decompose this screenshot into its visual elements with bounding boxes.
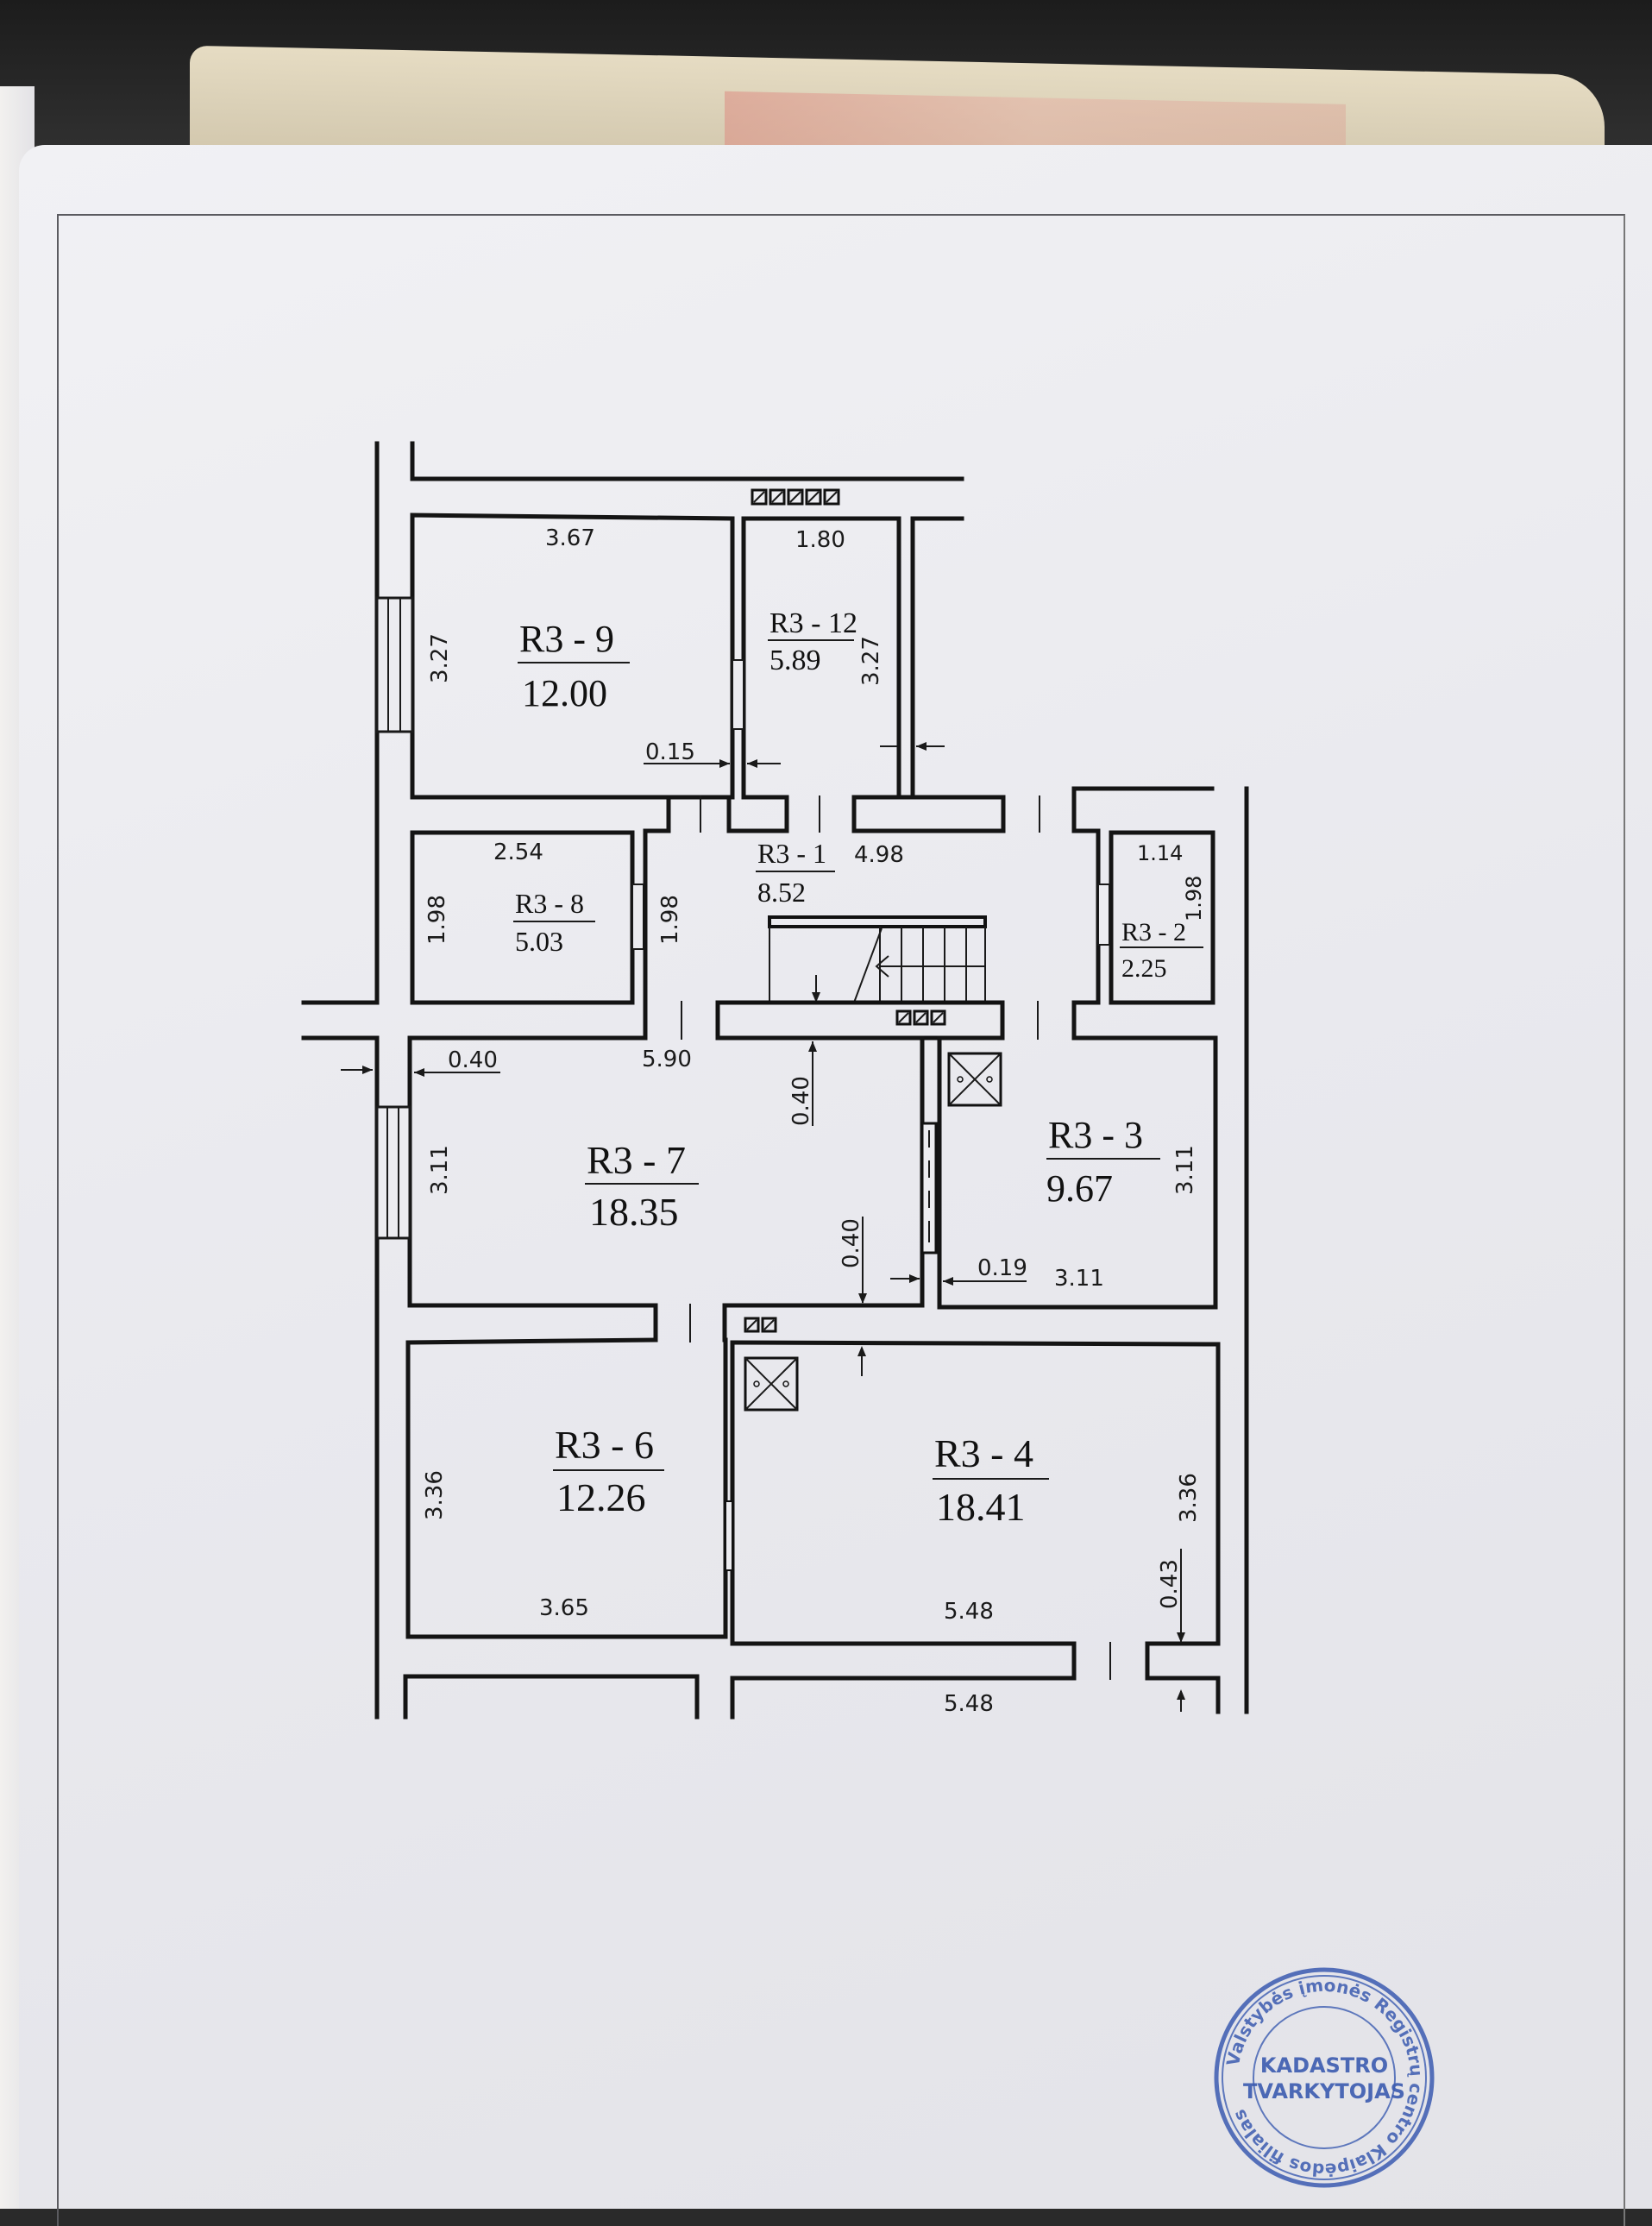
r3-4-label: R3 - 4 — [934, 1431, 1033, 1475]
room-r3-4[interactable]: R3 - 4 18.41 3.36 5.48 0.43 — [725, 1340, 1221, 1681]
walls-bottom: 5.48 — [403, 1674, 1221, 1720]
r3-4-height: 3.36 — [1176, 1473, 1202, 1523]
r3-3-height: 3.11 — [1172, 1145, 1198, 1195]
r3-4-offset: 0.43 — [1157, 1559, 1183, 1609]
ventilation-shaft-icon — [744, 1356, 799, 1412]
r3-4-width: 5.48 — [944, 1599, 994, 1625]
r3-9-height: 3.27 — [427, 633, 453, 683]
r3-6-width: 3.65 — [539, 1595, 589, 1621]
r3-3-label: R3 - 3 — [1048, 1114, 1143, 1156]
ventilation-icon — [751, 488, 840, 506]
room-r3-9[interactable]: 3.67 3.27 R3 - 9 12.00 0.15 — [375, 512, 735, 800]
drawing-frame — [57, 214, 1625, 2226]
r3-7-offset-left: 0.40 — [448, 1047, 498, 1073]
r3-8-width: 2.54 — [493, 839, 543, 865]
r3-2-height: 1.98 — [1182, 876, 1206, 921]
r3-12-width: 1.80 — [795, 527, 845, 553]
r3-12-label: R3 - 12 — [769, 607, 857, 639]
r3-12-area: 5.89 — [769, 645, 821, 676]
r3-1-width: 4.98 — [854, 842, 904, 868]
r3-12-height: 3.27 — [858, 636, 884, 686]
door-openings-top — [666, 795, 1077, 833]
cadastre-stamp: Valstybės įmonės Registrų centro Klaipėd… — [1214, 1967, 1435, 2188]
room-r3-7[interactable]: 0.40 5.90 3.11 0.40 R3 - 7 18.35 0.40 — [341, 1035, 938, 1308]
r3-8-height: 1.98 — [424, 895, 450, 945]
r3-1-label: R3 - 1 — [757, 838, 826, 869]
r3-7-width: 5.90 — [642, 1047, 692, 1072]
room-r3-3[interactable]: R3 - 3 9.67 3.11 0.19 3.11 — [937, 1035, 1218, 1310]
ventilation-shaft-icon — [947, 1052, 1002, 1107]
r3-3-width: 3.11 — [1054, 1266, 1104, 1292]
stamp-line1: KADASTRO — [1260, 2053, 1388, 2078]
r3-3-offset: 0.19 — [977, 1255, 1027, 1281]
r3-9-area: 12.00 — [522, 672, 607, 714]
r3-9-gap: 0.15 — [645, 739, 695, 765]
r3-6-area: 12.26 — [556, 1475, 646, 1519]
r3-7-offset-top: 0.40 — [788, 1076, 814, 1126]
r3-7-height: 3.11 — [427, 1145, 453, 1195]
room-r3-1[interactable]: R3 - 1 4.98 8.52 1.98 — [643, 828, 1101, 1041]
stamp-line2: TVARKYTOJAS — [1243, 2079, 1405, 2103]
r3-7-area: 18.35 — [589, 1190, 679, 1234]
r3-8-area: 5.03 — [515, 926, 563, 957]
ventilation-icon — [744, 1317, 777, 1333]
r3-1-area: 8.52 — [757, 877, 806, 908]
r3-1-height: 1.98 — [657, 895, 683, 945]
r3-9-label: R3 - 9 — [519, 618, 614, 660]
r3-3-area: 9.67 — [1046, 1167, 1113, 1210]
r3-6-height: 3.36 — [422, 1470, 448, 1520]
room-r3-6[interactable]: R3 - 6 12.26 3.36 3.65 — [405, 1337, 728, 1639]
r3-4-area: 18.41 — [936, 1485, 1026, 1529]
bottom-width: 5.48 — [944, 1691, 994, 1717]
r3-8-label: R3 - 8 — [515, 888, 584, 919]
room-r3-8[interactable]: 2.54 1.98 R3 - 8 5.03 — [410, 830, 644, 1005]
r3-2-width: 1.14 — [1137, 841, 1183, 865]
r3-2-area: 2.25 — [1121, 954, 1167, 983]
staircase-icon — [768, 915, 987, 1003]
r3-9-width: 3.67 — [545, 525, 595, 551]
r3-6-label: R3 - 6 — [555, 1423, 654, 1467]
r3-7-label: R3 - 7 — [587, 1138, 686, 1182]
room-r3-2[interactable]: 1.14 1.98 R3 - 2 2.25 — [1097, 830, 1215, 1005]
r3-7-offset-bottom: 0.40 — [839, 1218, 864, 1268]
ventilation-icon — [895, 1009, 946, 1026]
door-openings-middle — [653, 1303, 777, 1343]
r3-2-label: R3 - 2 — [1121, 918, 1186, 946]
